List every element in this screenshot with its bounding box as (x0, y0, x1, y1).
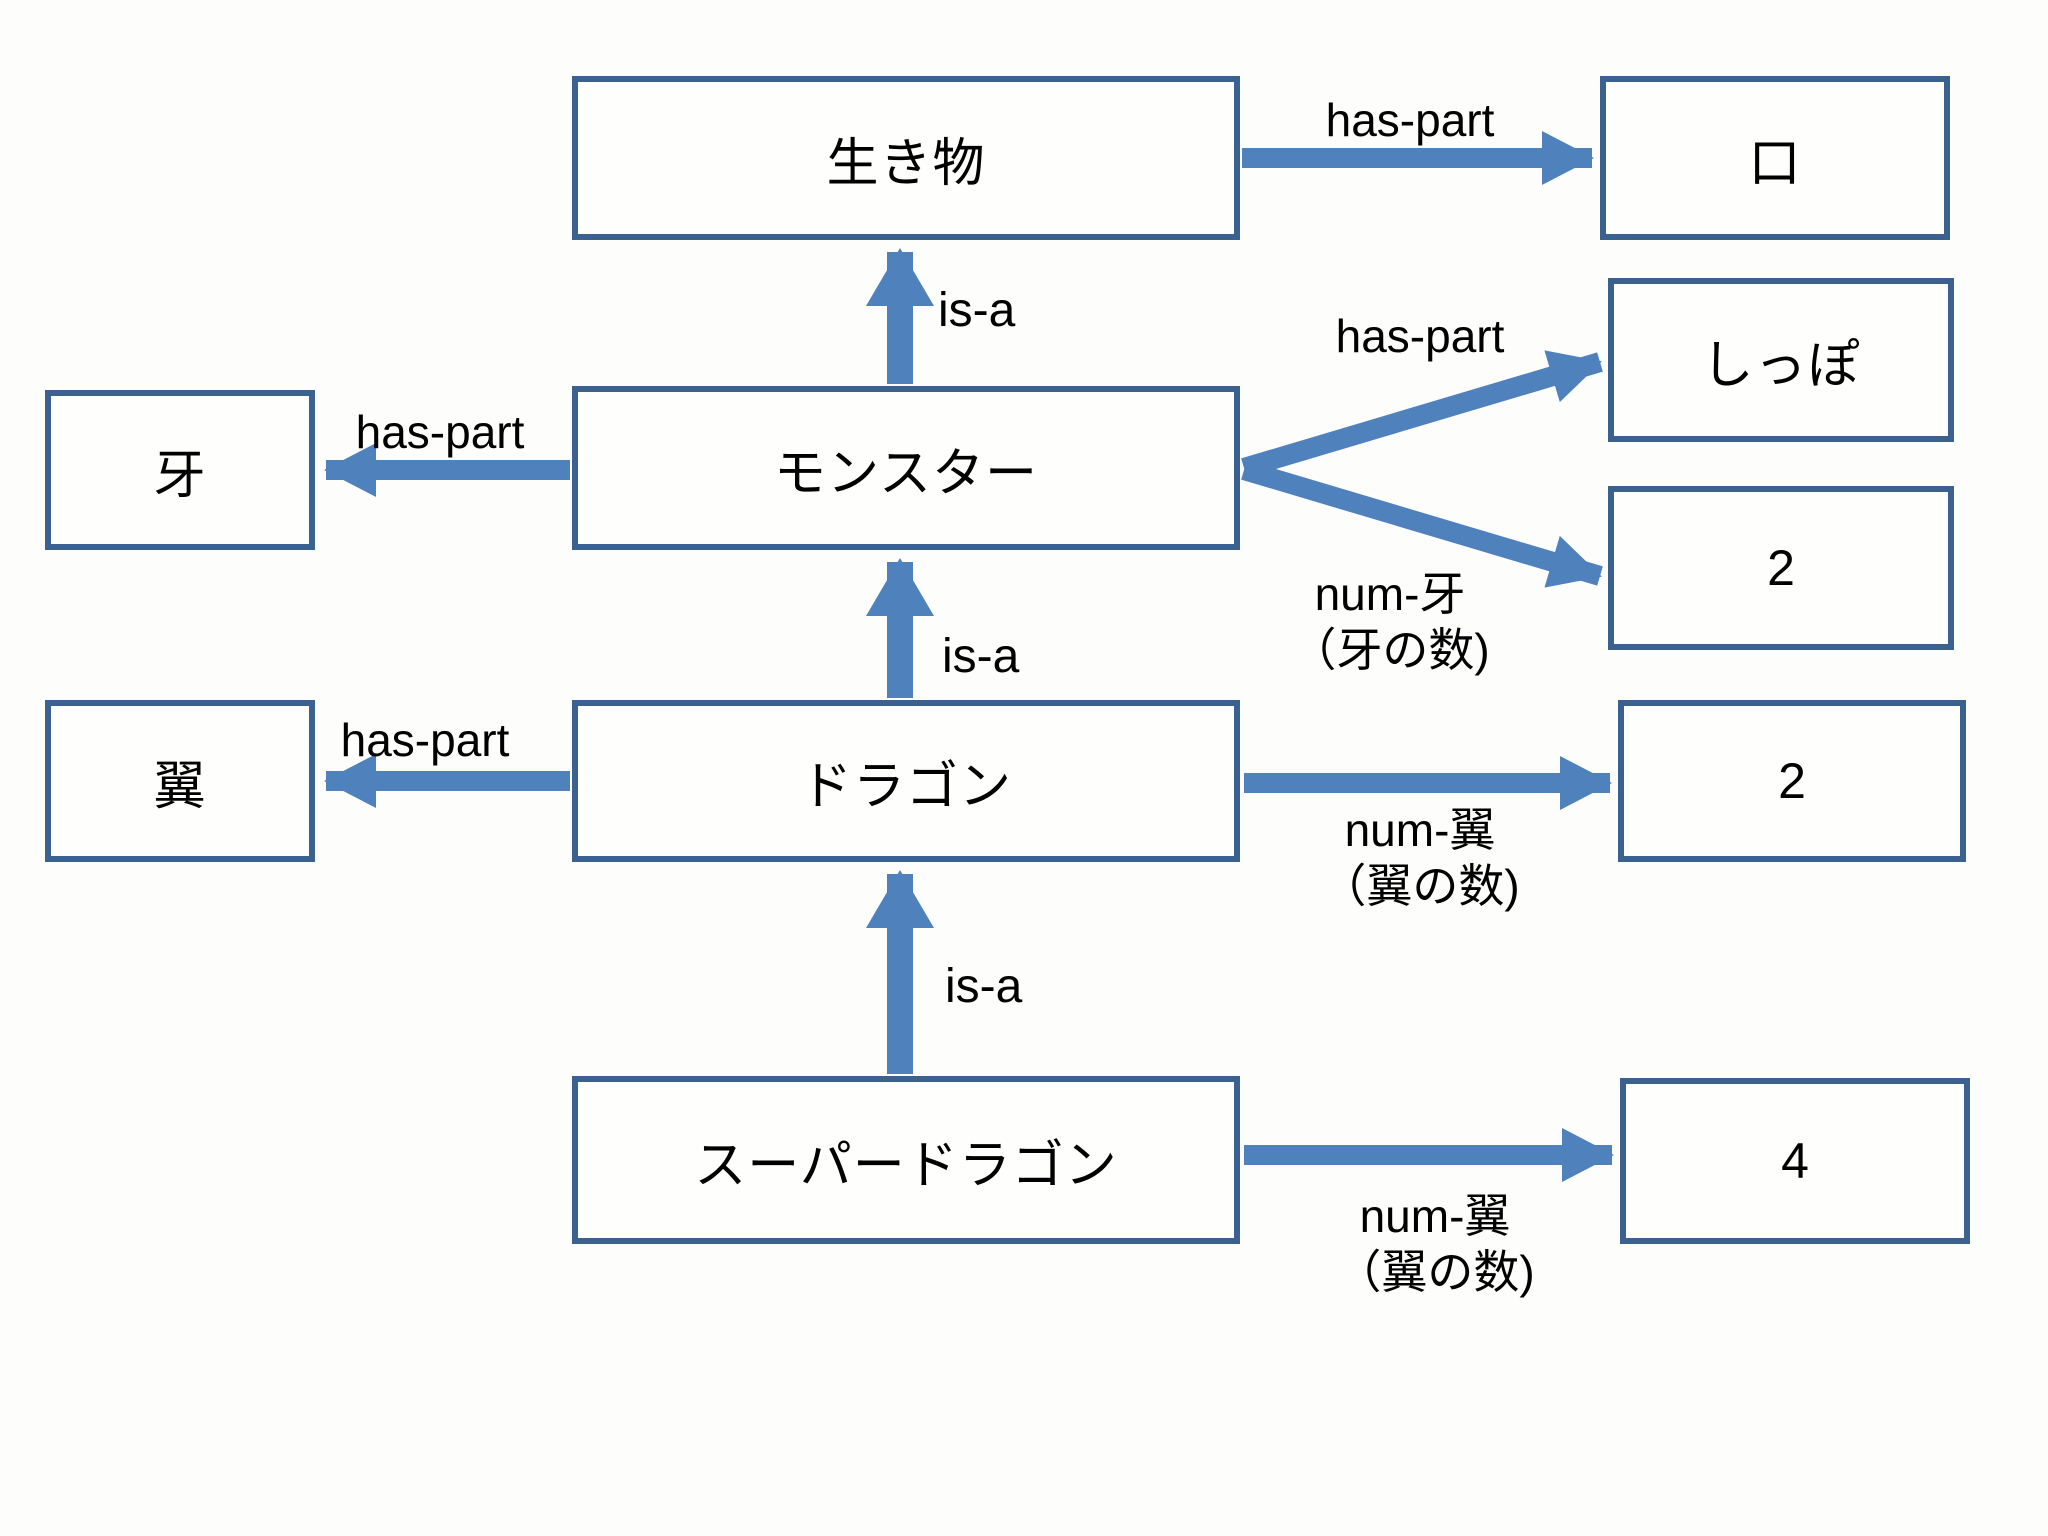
edge-label-dragon-monster-isa: is-a (942, 630, 1020, 683)
edge-label-superdragon-dragon-isa: is-a (945, 960, 1023, 1013)
node-mouth-label: 口 (1748, 134, 1802, 193)
edge-label-monster-creature-isa: is-a (938, 284, 1016, 337)
node-dragon: ドラゴン (572, 700, 1240, 862)
node-tail-label: しっぽ (1701, 336, 1861, 395)
node-tail: しっぽ (1608, 278, 1954, 442)
edge-label-monster-tail: has-part (1335, 310, 1505, 362)
node-wing: 翼 (45, 700, 315, 862)
edge-label-superdragon-wing-count: num-翼 （翼の数) (1285, 1188, 1585, 1300)
edge-label-dragon-wing: has-part (340, 714, 510, 766)
edge-label-monster-fang-count-line2: （牙の数) (1290, 624, 1490, 677)
edge-label-superdragon-wing-count-line1: num-翼 (1359, 1190, 1511, 1242)
node-fang-count: 2 (1608, 486, 1954, 650)
edge-label-dragon-wing-count-line1: num-翼 (1344, 804, 1496, 856)
node-super-dragon-label: スーパードラゴン (694, 1136, 1118, 1195)
edge-label-monster-fang: has-part (355, 406, 525, 458)
node-fang-label: 牙 (153, 446, 207, 505)
node-mouth: 口 (1600, 76, 1950, 240)
node-creature-label: 生き物 (826, 134, 986, 193)
edge-label-monster-fang-count: num-牙 （牙の数) (1240, 566, 1540, 678)
node-dragon-label: ドラゴン (799, 757, 1012, 816)
edge-label-superdragon-wing-count-line2: （翼の数) (1335, 1246, 1535, 1299)
node-monster-label: モンスター (774, 444, 1038, 503)
node-fang-count-value: 2 (1767, 540, 1795, 596)
node-fang: 牙 (45, 390, 315, 550)
node-wing-label: 翼 (153, 757, 207, 816)
edge-label-creature-mouth: has-part (1325, 94, 1495, 146)
edge-label-dragon-wing-count-line2: （翼の数) (1320, 860, 1520, 913)
edge-label-dragon-wing-count: num-翼 （翼の数) (1270, 802, 1570, 914)
node-super-wing-count: 4 (1620, 1078, 1970, 1244)
node-monster: モンスター (572, 386, 1240, 550)
node-creature: 生き物 (572, 76, 1240, 240)
node-wing-count: 2 (1618, 700, 1966, 862)
node-super-dragon: スーパードラゴン (572, 1076, 1240, 1244)
arrow-monster-to-fang-count (1241, 460, 1603, 588)
node-super-wing-count-value: 4 (1781, 1133, 1809, 1189)
node-wing-count-value: 2 (1778, 753, 1806, 809)
arrow-monster-to-tail (1241, 350, 1603, 478)
edge-label-monster-fang-count-line1: num-牙 (1314, 568, 1466, 620)
